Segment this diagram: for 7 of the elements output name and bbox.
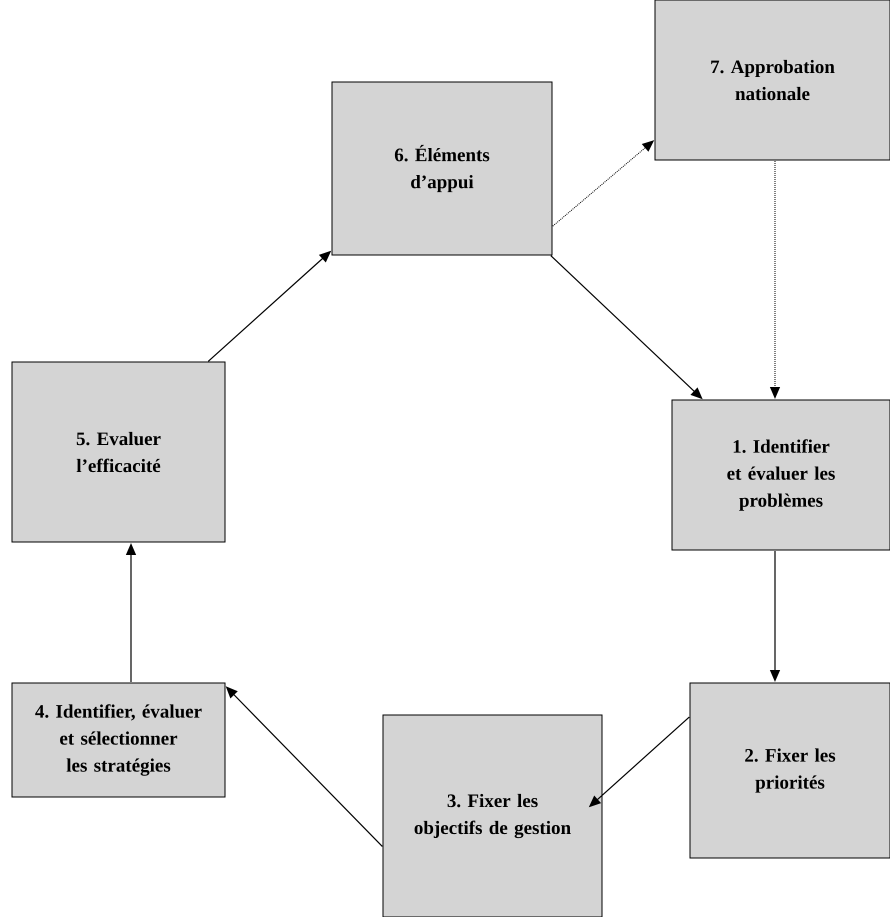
process-box: 2. Fixer les priorités — [690, 682, 890, 858]
process-box: 6. Éléments d’appui — [332, 82, 552, 256]
process-box: 5. Evaluer l’efficacité — [12, 362, 226, 542]
process-box: 7. Approbation nationale — [654, 0, 890, 160]
process-box: 1. Identifier et évaluer les problèmes — [672, 400, 890, 550]
process-box: 3. Fixer les objectifs de gestion — [382, 714, 602, 917]
process-box: 4. Identifier, évaluer et sélectionner les stratégies — [12, 682, 226, 798]
